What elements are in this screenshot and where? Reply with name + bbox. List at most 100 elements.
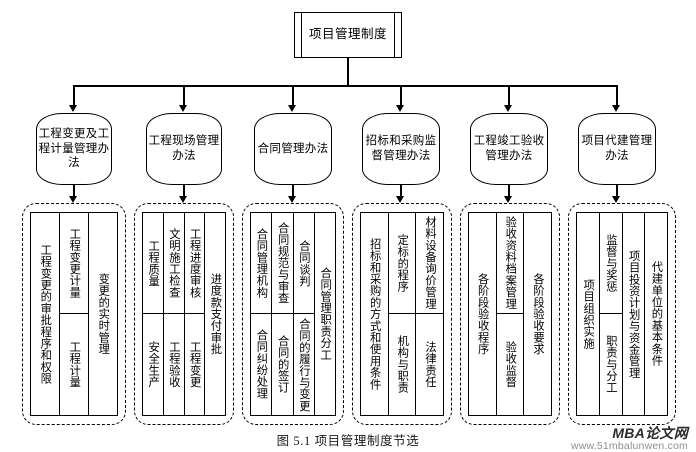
detail-cell-label: 材料设备询价管理 xyxy=(424,216,436,310)
detail-cell: 工程变更的审批程序和权限 xyxy=(31,213,59,415)
connector-bus-to-branch-6 xyxy=(616,85,618,106)
arrow-head-to-detail-1 xyxy=(69,196,77,203)
detail-cell: 合同管理机构 xyxy=(251,213,272,314)
detail-column: 定标的程序机构与职责 xyxy=(388,213,417,415)
detail-cell: 变更的实时管理 xyxy=(89,213,117,415)
branch-node-6: 项目代建管理办法 xyxy=(578,113,656,185)
detail-cell: 工程质量 xyxy=(143,213,163,314)
detail-cell-label: 合同管理职责分工 xyxy=(319,267,332,361)
detail-cell: 职责与分工 xyxy=(600,314,622,415)
watermark-brand: MBA论文网 xyxy=(612,425,688,441)
connector-bus-to-branch-2 xyxy=(183,85,185,106)
detail-cell: 进度款支付审批 xyxy=(205,213,225,415)
detail-cell-label: 合同管理机构 xyxy=(255,227,268,299)
detail-cell-label: 各阶段验收要求 xyxy=(532,273,544,355)
arrow-head-to-detail-5 xyxy=(504,196,512,203)
connector-bus-to-branch-1 xyxy=(73,85,75,106)
detail-cell: 验收资料档案管理 xyxy=(496,213,524,314)
detail-cell-label: 合同的履行与变更 xyxy=(297,317,310,412)
arrow-head-to-branch-1 xyxy=(69,105,77,112)
detail-cell-label: 合同谈判 xyxy=(297,239,310,287)
detail-cell-label: 定标的程序 xyxy=(396,233,409,293)
arrow-head-to-branch-4 xyxy=(396,105,404,112)
connector-branch-to-detail-6 xyxy=(616,185,618,197)
detail-cell: 法律责任 xyxy=(416,314,443,415)
detail-cell: 代建单位的基本条件 xyxy=(645,213,667,415)
arrow-head-to-detail-4 xyxy=(396,196,404,203)
detail-cell-label: 各阶段验收程序 xyxy=(476,273,489,355)
detail-cell: 项目组织实施 xyxy=(577,213,599,415)
detail-column: 变更的实时管理 xyxy=(89,213,117,415)
arrow-head-to-detail-6 xyxy=(612,196,620,203)
detail-cell-label: 合同规范与审查 xyxy=(276,222,289,304)
detail-column: 验收资料档案管理验收监督 xyxy=(496,213,525,415)
connector-bus-to-branch-5 xyxy=(508,85,510,106)
detail-cell-label: 工程质量 xyxy=(147,239,160,287)
detail-column: 项目组织实施 xyxy=(577,213,600,415)
connector-horizontal-bus xyxy=(73,85,618,87)
branch-node-3: 合同管理办法 xyxy=(254,113,332,185)
root-node-project-management-system: 项目管理制度 xyxy=(294,12,402,58)
detail-cell-label: 合同纠纷处理 xyxy=(255,329,268,400)
detail-column: 工程变更的审批程序和权限 xyxy=(31,213,60,415)
arrow-head-to-detail-3 xyxy=(288,196,296,203)
detail-cell-label: 工程计量 xyxy=(68,341,81,388)
branch-node-label: 合同管理办法 xyxy=(257,142,329,155)
arrow-head-to-branch-2 xyxy=(179,105,187,112)
detail-cell: 合同管理职责分工 xyxy=(315,213,335,415)
detail-cell-label: 工程变更 xyxy=(188,341,201,388)
detail-cell-label: 安全生产 xyxy=(147,341,160,388)
detail-cell-label: 文明施工检查 xyxy=(167,227,180,299)
branch-node-label: 招标和采购监督管理办法 xyxy=(365,135,437,162)
branch-detail-grid: 工程变更的审批程序和权限工程变更计量工程计量变更的实时管理 xyxy=(30,212,118,416)
detail-cell: 材料设备询价管理 xyxy=(416,213,444,314)
detail-cell: 工程变更计量 xyxy=(60,213,88,314)
detail-cell: 定标的程序 xyxy=(388,213,416,314)
detail-cell: 工程计量 xyxy=(60,314,88,415)
detail-cell-label: 代建单位的基本条件 xyxy=(650,261,663,367)
root-node-label: 项目管理制度 xyxy=(301,12,395,58)
detail-cell: 合同的履行与变更 xyxy=(294,314,314,415)
detail-column: 工程质量安全生产 xyxy=(143,213,164,415)
detail-cell: 各阶段验收要求 xyxy=(524,213,551,415)
detail-cell: 验收监督 xyxy=(497,314,524,415)
detail-cell-label: 工程进度审核 xyxy=(188,227,201,299)
branch-detail-grid: 各阶段验收程序验收资料档案管理验收监督各阶段验收要求 xyxy=(468,212,552,416)
detail-column: 合同管理职责分工 xyxy=(315,213,335,415)
connector-bus-to-branch-3 xyxy=(292,85,294,106)
detail-cell-label: 工程验收 xyxy=(167,341,180,388)
branch-detail-group-6: 项目组织实施监督与奖惩职责与分工项目投资计划与资金管理代建单位的基本条件 xyxy=(568,203,676,425)
detail-cell-label: 验收资料档案管理 xyxy=(504,216,517,310)
detail-cell-label: 合同的签订 xyxy=(276,335,289,394)
branch-node-1: 工程变更及工程计量管理办法 xyxy=(36,113,112,185)
detail-cell-label: 项目组织实施 xyxy=(582,278,595,350)
branch-detail-group-3: 合同管理机构合同纠纷处理合同规范与审查合同的签订合同谈判合同的履行与变更合同管理… xyxy=(242,203,344,425)
detail-cell-label: 监督与奖惩 xyxy=(604,233,617,293)
detail-cell: 工程变更 xyxy=(185,314,205,415)
detail-cell-label: 职责与分工 xyxy=(604,335,617,394)
detail-cell: 工程进度审核 xyxy=(184,213,205,314)
branch-detail-group-2: 工程质量安全生产文明施工检查工程验收工程进度审核工程变更进度款支付审批 xyxy=(134,203,234,425)
branch-node-4: 招标和采购监督管理办法 xyxy=(362,113,440,185)
branch-detail-grid: 招标和采购的方式和使用条件定标的程序机构与职责材料设备询价管理法律责任 xyxy=(360,212,444,416)
connector-branch-to-detail-4 xyxy=(400,185,402,197)
detail-column: 招标和采购的方式和使用条件 xyxy=(361,213,389,415)
detail-column: 合同规范与审查合同的签订 xyxy=(272,213,294,415)
branch-detail-group-5: 各阶段验收程序验收资料档案管理验收监督各阶段验收要求 xyxy=(460,203,560,425)
branch-detail-group-4: 招标和采购的方式和使用条件定标的程序机构与职责材料设备询价管理法律责任 xyxy=(352,203,452,425)
arrow-head-to-detail-2 xyxy=(179,196,187,203)
detail-cell-label: 法律责任 xyxy=(424,341,436,388)
detail-column: 各阶段验收要求 xyxy=(524,213,551,415)
detail-column: 项目投资计划与资金管理 xyxy=(623,213,646,415)
connector-branch-to-detail-2 xyxy=(183,185,185,197)
arrow-head-to-branch-3 xyxy=(288,105,296,112)
branch-node-label: 工程现场管理办法 xyxy=(148,135,220,162)
detail-column: 文明施工检查工程验收 xyxy=(163,213,185,415)
detail-cell-label: 机构与职责 xyxy=(396,335,409,394)
detail-cell-label: 验收监督 xyxy=(504,341,517,388)
detail-cell: 合同谈判 xyxy=(293,213,314,314)
detail-column: 监督与奖惩职责与分工 xyxy=(599,213,623,415)
arrow-head-to-branch-6 xyxy=(612,105,620,112)
connector-root-stem xyxy=(347,58,349,86)
